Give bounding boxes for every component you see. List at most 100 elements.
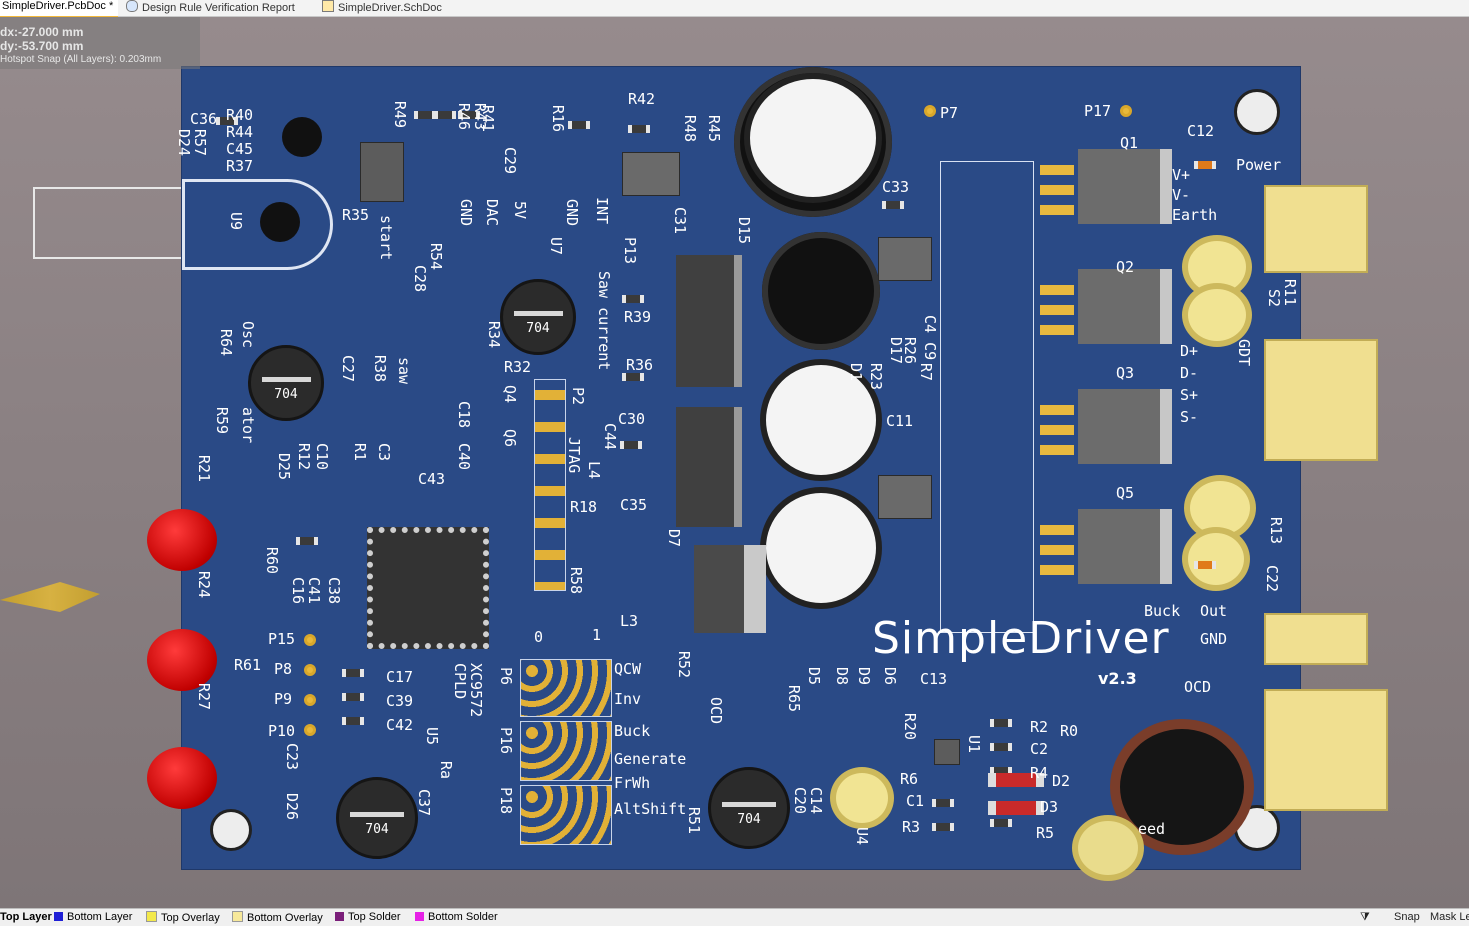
tab-schematic-doc[interactable]: SimpleDriver.SchDoc bbox=[320, 0, 450, 16]
gate-driver-block bbox=[940, 161, 1034, 633]
smd-capacitor bbox=[622, 295, 644, 303]
diode-d2 bbox=[988, 773, 1044, 787]
ic-u1 bbox=[934, 739, 960, 765]
layer-tab-bottom-layer[interactable]: Bottom Layer bbox=[54, 911, 132, 923]
mounting-hole bbox=[282, 117, 322, 157]
silk-label: C29 bbox=[501, 147, 519, 175]
silk-label: R44 bbox=[226, 123, 254, 141]
smd-resistor bbox=[990, 819, 1012, 827]
silk-label: R40 bbox=[226, 106, 254, 124]
silk-label: AltShift bbox=[614, 800, 687, 818]
header-p16[interactable] bbox=[520, 721, 612, 781]
trimmer-pot[interactable]: 704 bbox=[500, 279, 576, 355]
mosfet-pads bbox=[1040, 285, 1074, 345]
silk-label: Q2 bbox=[1116, 258, 1135, 276]
snap-button[interactable]: Snap bbox=[1394, 911, 1420, 923]
silk-label: C12 bbox=[1187, 122, 1215, 140]
silk-label: D25 bbox=[275, 453, 293, 481]
layer-tab-top-layer[interactable]: Top Layer bbox=[0, 911, 52, 923]
snap-readout: Hotspot Snap (All Layers): 0.203mm bbox=[0, 54, 162, 65]
jtag-header[interactable] bbox=[534, 379, 566, 591]
test-pad-p7[interactable] bbox=[924, 105, 936, 117]
layer-tab-bottom-solder[interactable]: Bottom Solder bbox=[415, 911, 498, 923]
smd-capacitor bbox=[342, 669, 364, 677]
mosfet-q1 bbox=[1078, 149, 1172, 224]
silk-label: R34 bbox=[485, 321, 503, 349]
test-pad-p9[interactable] bbox=[304, 694, 316, 706]
trimmer-pot[interactable]: 704 bbox=[248, 345, 324, 421]
silk-label: R42 bbox=[628, 90, 656, 108]
silk-label: D2 bbox=[1052, 772, 1071, 790]
silk-label: R18 bbox=[570, 498, 598, 516]
trimmer-pot[interactable]: 704 bbox=[336, 777, 418, 859]
silk-label: R65 bbox=[785, 685, 803, 713]
silk-label: D5 bbox=[805, 667, 823, 686]
mask-level-button[interactable]: Mask Le bbox=[1430, 911, 1469, 923]
silk-label: R39 bbox=[624, 308, 652, 326]
power-connector[interactable] bbox=[1264, 185, 1368, 273]
test-pad-p10[interactable] bbox=[304, 724, 316, 736]
silk-label: Ra bbox=[437, 761, 455, 780]
silk-label: R24 bbox=[195, 571, 213, 599]
silk-label: R48 bbox=[681, 115, 699, 143]
red-led bbox=[147, 509, 217, 571]
mosfet-pads bbox=[1040, 165, 1074, 225]
silk-label: R20 bbox=[901, 713, 919, 741]
board-title: SimpleDriver bbox=[872, 613, 1170, 664]
trimmer-pot[interactable]: 704 bbox=[708, 767, 790, 849]
silk-label: D26 bbox=[283, 793, 301, 821]
silk-label: U4 bbox=[853, 827, 871, 846]
silk-label: D9 bbox=[855, 667, 873, 686]
trimmer-slot bbox=[513, 311, 563, 317]
tab-pcb-doc[interactable]: SimpleDriver.PcbDoc * bbox=[0, 0, 118, 18]
buck-out-connector[interactable] bbox=[1264, 613, 1368, 665]
silk-label: D8 bbox=[833, 667, 851, 686]
layer-tab-bottom-overlay[interactable]: Bottom Overlay bbox=[232, 911, 323, 924]
layer-tab-top-solder[interactable]: Top Solder bbox=[335, 911, 401, 923]
mosfet-pads bbox=[1040, 525, 1074, 585]
silk-label: C39 bbox=[386, 692, 414, 710]
silk-label: R13 bbox=[1267, 517, 1285, 545]
test-pad-p17[interactable] bbox=[1120, 105, 1132, 117]
trimmer-label: 704 bbox=[274, 386, 298, 402]
test-pad-p15[interactable] bbox=[304, 634, 316, 646]
layer-tab-top-overlay[interactable]: Top Overlay bbox=[146, 911, 220, 924]
capacitor-top bbox=[744, 73, 882, 203]
silk-label: D15 bbox=[735, 217, 753, 245]
silk-label: R6 bbox=[900, 770, 919, 788]
silk-label: D+ bbox=[1180, 342, 1199, 360]
silk-label: R46 bbox=[455, 103, 473, 131]
silk-label: U5 bbox=[423, 727, 441, 746]
trimmer-slot bbox=[350, 811, 404, 817]
silk-label: C38 bbox=[325, 577, 343, 605]
mosfet-q5 bbox=[1078, 509, 1172, 584]
header-p6[interactable] bbox=[520, 659, 612, 717]
silk-label: C14 bbox=[807, 787, 825, 815]
silk-label: S2 bbox=[1265, 289, 1283, 308]
smd-capacitor bbox=[1194, 161, 1216, 169]
header-p18[interactable] bbox=[520, 785, 612, 845]
tab-drc-report[interactable]: Design Rule Verification Report bbox=[124, 0, 314, 16]
silk-label: C11 bbox=[886, 412, 914, 430]
pcb-3d-viewport[interactable]: 704 704 704 704 bbox=[0, 17, 1469, 908]
silk-label: R7 bbox=[917, 363, 935, 382]
smd-resistor bbox=[434, 111, 456, 119]
gdt-connector[interactable] bbox=[1264, 339, 1378, 461]
silk-label: C22 bbox=[1263, 565, 1281, 593]
layer-color-swatch bbox=[415, 912, 424, 921]
smd-resistor bbox=[628, 125, 650, 133]
silk-label: DAC bbox=[483, 199, 501, 227]
pcb-board[interactable]: 704 704 704 704 bbox=[147, 66, 1388, 881]
layer-label: Bottom Solder bbox=[428, 911, 498, 923]
silk-label: U1 bbox=[965, 735, 983, 754]
silk-label: P9 bbox=[274, 690, 293, 708]
post-connector bbox=[830, 767, 894, 829]
test-pad-p8[interactable] bbox=[304, 664, 316, 676]
silk-label: S- bbox=[1180, 408, 1199, 426]
filter-icon[interactable]: ⧩ bbox=[1360, 911, 1370, 923]
silk-label: R23 bbox=[867, 363, 885, 391]
ocd-connector[interactable] bbox=[1264, 689, 1388, 811]
smd-resistor bbox=[990, 719, 1012, 727]
silk-label: C20 bbox=[791, 787, 809, 815]
layer-color-swatch bbox=[146, 911, 157, 922]
